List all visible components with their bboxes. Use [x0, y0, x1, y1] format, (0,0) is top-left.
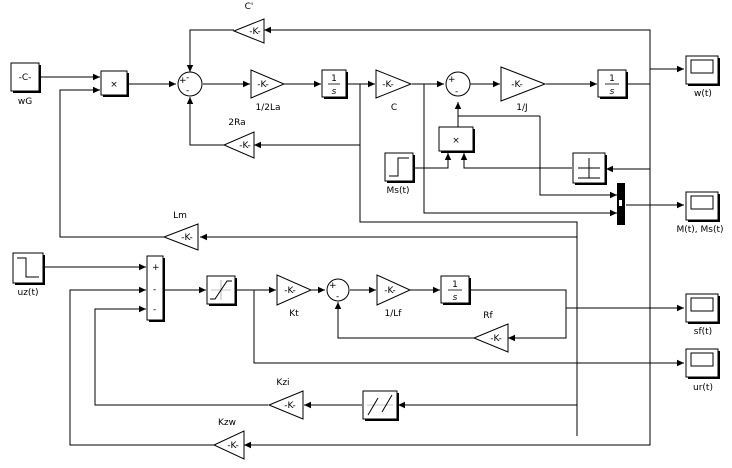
gain-c-label: C	[391, 103, 397, 113]
scope-ur-label: ur(t)	[693, 383, 713, 393]
constant-block-wg[interactable]: -C-	[10, 62, 41, 93]
gain-c-text: -K-	[382, 80, 393, 90]
sum-mid-sign-1: +	[448, 75, 456, 85]
gain-lm-text: -K-	[181, 233, 192, 243]
gain-block-kt[interactable]: -K-	[276, 274, 313, 306]
mux-block[interactable]	[617, 183, 625, 225]
gain-block-rf[interactable]: -K-	[472, 323, 509, 353]
sum-field-sign-1: +	[329, 281, 337, 291]
integrator-3-den: s	[453, 293, 458, 303]
constant-label: wG	[18, 97, 32, 107]
gain-block-kzw[interactable]: -K-	[212, 430, 245, 460]
sum-top-sign-1: +	[179, 76, 187, 86]
scope-sf-label: sf(t)	[694, 327, 712, 337]
gain-block-1-j[interactable]: -K-	[500, 66, 547, 102]
sum-block-field[interactable]: + -	[326, 278, 350, 302]
gain-cprime-text: -K-	[249, 27, 260, 37]
gain-kt-text: -K-	[284, 286, 295, 296]
sum-block-torque[interactable]: + -	[445, 71, 471, 97]
gain-kzw-text: -K-	[227, 441, 238, 451]
sum-bar-sign-2: -	[153, 285, 156, 295]
gain-2ra-label: 2Ra	[228, 118, 245, 128]
step-ms-label: Ms(t)	[386, 186, 409, 196]
sum-mid-sign-2: -	[455, 87, 458, 97]
sum-bar-sign-1: +	[152, 263, 160, 273]
scope-w[interactable]	[685, 55, 720, 86]
sum-top-sign-3: -	[186, 86, 189, 96]
integrator-block-3[interactable]: 1 s	[440, 275, 471, 305]
step-uz-label: uz(t)	[18, 288, 39, 298]
gain-kzw-label: Kzw	[218, 418, 236, 428]
gain-block-cprime[interactable]: -K-	[232, 18, 265, 44]
integrator-2-num: 1	[609, 74, 615, 84]
deadzone-block[interactable]	[362, 390, 399, 421]
scope-ur[interactable]	[685, 348, 720, 379]
sum-field-sign-2: -	[336, 292, 339, 302]
integrator-block-1[interactable]: 1 s	[321, 69, 348, 99]
gain-block-kzi[interactable]: -K-	[267, 390, 304, 420]
gain-kzi-text: -K-	[284, 401, 295, 411]
gain-cprime-label: C'	[245, 2, 254, 12]
product-block-mid[interactable]: ×	[438, 126, 475, 153]
sum-top-sign-2: -	[186, 73, 189, 83]
gain-2la-label: 1/2La	[255, 103, 280, 113]
gain-lm-label: Lm	[173, 211, 187, 221]
gain-block-1-lf[interactable]: -K-	[376, 274, 412, 306]
switch-block[interactable]	[572, 152, 607, 185]
sum-block-bar[interactable]: + - -	[146, 255, 165, 322]
gain-2ra-text: -K-	[239, 141, 250, 151]
gain-block-lm[interactable]: -K-	[162, 223, 199, 251]
gain-1j-label: 1/J	[516, 103, 527, 113]
step-block-uz[interactable]	[12, 252, 45, 285]
integrator-3-num: 1	[452, 280, 458, 290]
constant-text: -C-	[19, 73, 32, 83]
sum-block-armature[interactable]: + - -	[177, 71, 203, 97]
scope-m-label: M(t), Ms(t)	[676, 225, 723, 235]
gain-1lf-label: 1/Lf	[385, 309, 403, 319]
gain-1j-text: -K-	[511, 80, 522, 90]
step-block-ms[interactable]	[384, 152, 415, 183]
integrator-block-2[interactable]: 1 s	[597, 69, 628, 99]
scope-m[interactable]	[685, 191, 720, 222]
gain-kt-label: Kt	[289, 309, 299, 319]
integrator-2-den: s	[610, 87, 615, 97]
signal-lines	[40, 26, 684, 449]
gain-block-c[interactable]: -K-	[375, 69, 413, 99]
gain-1lf-text: -K-	[384, 286, 395, 296]
gain-rf-text: -K-	[490, 334, 501, 344]
scope-sf[interactable]	[685, 293, 720, 324]
product-top-text: ×	[110, 80, 118, 90]
product-block-top[interactable]: ×	[100, 70, 129, 97]
integrator-1-den: s	[332, 87, 337, 97]
gain-2la-text: -K-	[257, 80, 268, 90]
integrator-1-num: 1	[331, 74, 337, 84]
gain-kzi-label: Kzi	[276, 378, 289, 388]
gain-block-1-2la[interactable]: -K-	[250, 69, 286, 99]
product-mid-text: ×	[452, 136, 460, 146]
gain-rf-label: Rf	[483, 311, 493, 321]
gain-block-2ra[interactable]: -K-	[222, 131, 255, 159]
saturation-block[interactable]	[206, 275, 237, 306]
sum-bar-sign-3: -	[153, 305, 156, 315]
scope-w-label: w(t)	[694, 89, 712, 99]
